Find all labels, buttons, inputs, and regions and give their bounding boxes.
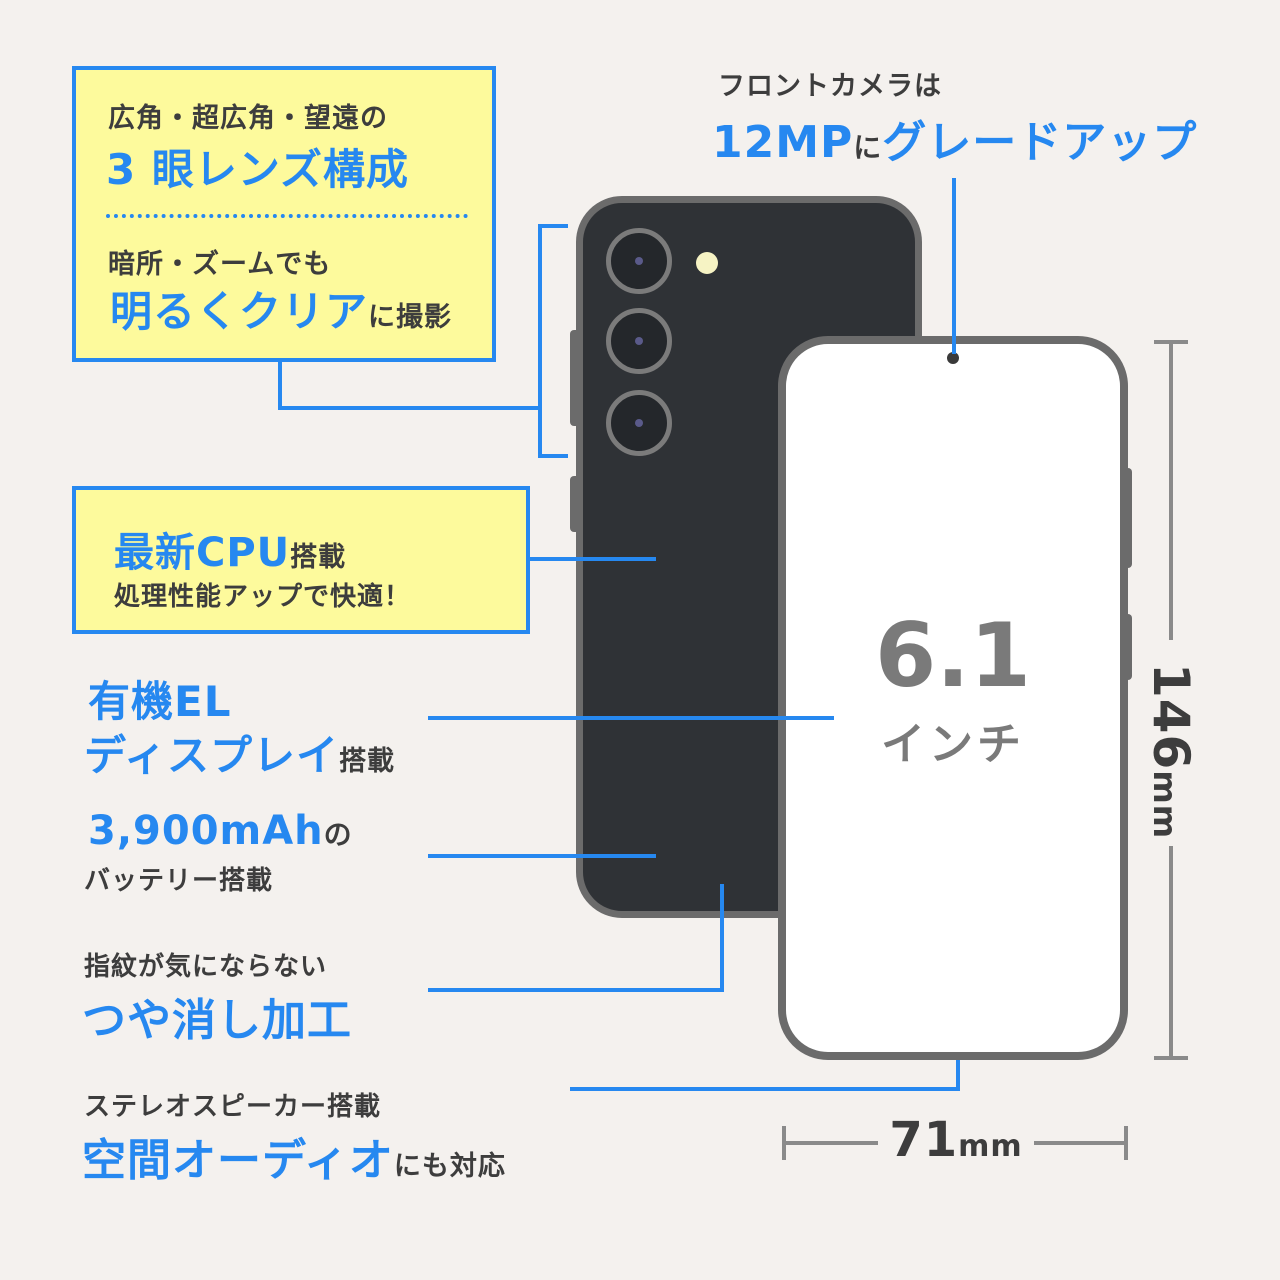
speaker-connector-horizontal	[570, 1087, 960, 1091]
width-dimension-label: 71mm	[878, 1112, 1034, 1168]
camera-feature-line4: 明るくクリアに撮影	[110, 278, 452, 339]
cpu-feature-line1: 最新CPU搭載	[114, 520, 346, 578]
height-dimension-label: 146mm	[1142, 651, 1200, 851]
rear-camera-lens-2	[606, 308, 672, 374]
rear-camera-lens-1	[606, 228, 672, 294]
battery-highlight: 3,900mAh	[88, 808, 324, 854]
screen-size-value: 6.1	[875, 604, 1031, 707]
finish-line2: つや消し加工	[82, 995, 352, 1046]
camera-feature-suffix: に撮影	[368, 302, 453, 333]
front-camera-upgrade: グレードアップ	[882, 117, 1198, 168]
front-camera-mp: 12MP	[712, 117, 854, 168]
width-dimension-cap-right	[1124, 1126, 1128, 1160]
speaker-line1: ステレオスピーカー搭載	[84, 1092, 382, 1122]
finish-connector-horizontal	[428, 988, 724, 992]
lens-dot-icon	[635, 337, 643, 345]
screen-size-unit: インチ	[881, 719, 1025, 770]
phone-front	[778, 336, 1128, 1060]
cpu-feature-line2: 処理性能アップで快適！	[114, 582, 412, 612]
camera-feature-box: 広角・超広角・望遠の 3 眼レンズ構成 暗所・ズームでも 明るくクリアに撮影	[72, 66, 496, 362]
camera-feature-line1: 広角・超広角・望遠の	[108, 103, 388, 134]
battery-line2: バッテリー搭載	[84, 866, 274, 896]
speaker-highlight: 空間オーディオ	[82, 1135, 394, 1186]
height-dimension-line-upper	[1169, 340, 1173, 640]
front-camera-particle: に	[853, 131, 883, 164]
camera-bracket-top	[538, 224, 568, 228]
battery-line1: 3,900mAhの	[88, 808, 353, 854]
battery-suffix: の	[323, 818, 353, 851]
speaker-connector-vertical	[956, 1060, 960, 1091]
camera-feature-highlight: 明るくクリア	[110, 287, 369, 336]
front-camera-dot	[947, 352, 959, 364]
display-connector	[428, 716, 834, 720]
cpu-feature-highlight: 最新CPU	[114, 530, 291, 576]
height-dimension-unit: mm	[1146, 770, 1184, 840]
cpu-connector	[530, 557, 656, 561]
width-dimension-unit: mm	[958, 1129, 1023, 1164]
cpu-feature-box: 最新CPU搭載 処理性能アップで快適！	[72, 486, 530, 634]
camera-feature-divider	[106, 214, 468, 218]
camera-connector-horizontal	[278, 406, 540, 410]
display-line1: 有機EL	[88, 677, 232, 726]
speaker-line2: 空間オーディオにも対応	[82, 1124, 506, 1188]
width-dimension-value: 71	[889, 1112, 959, 1168]
width-dimension-line-left	[782, 1141, 878, 1145]
battery-connector	[428, 854, 656, 858]
height-dimension-value: 146	[1142, 662, 1200, 771]
rear-camera-lens-3	[606, 390, 672, 456]
cpu-feature-suffix: 搭載	[290, 542, 347, 573]
front-camera-line1: フロントカメラは	[718, 71, 942, 102]
finish-connector-vertical	[720, 884, 724, 992]
camera-feature-line3: 暗所・ズームでも	[108, 249, 332, 280]
camera-bracket-spine	[538, 224, 542, 458]
front-camera-connector	[952, 178, 956, 354]
finish-line1: 指紋が気にならない	[84, 952, 328, 982]
display-line2: ディスプレイ搭載	[84, 722, 395, 783]
lens-dot-icon	[635, 257, 643, 265]
camera-flash	[696, 252, 718, 274]
camera-bracket-bottom	[538, 454, 568, 458]
camera-feature-title: 3 眼レンズ構成	[106, 145, 410, 194]
width-dimension-line-right	[1034, 1141, 1126, 1145]
display-suffix: 搭載	[339, 746, 396, 777]
height-dimension-line-lower	[1169, 846, 1173, 1058]
front-camera-line2: 12MPにグレードアップ	[712, 106, 1197, 170]
speaker-suffix: にも対応	[393, 1151, 506, 1182]
height-dimension-cap-bottom	[1154, 1056, 1188, 1060]
camera-connector-vertical	[278, 362, 282, 410]
display-highlight: ディスプレイ	[84, 731, 340, 780]
lens-dot-icon	[635, 419, 643, 427]
